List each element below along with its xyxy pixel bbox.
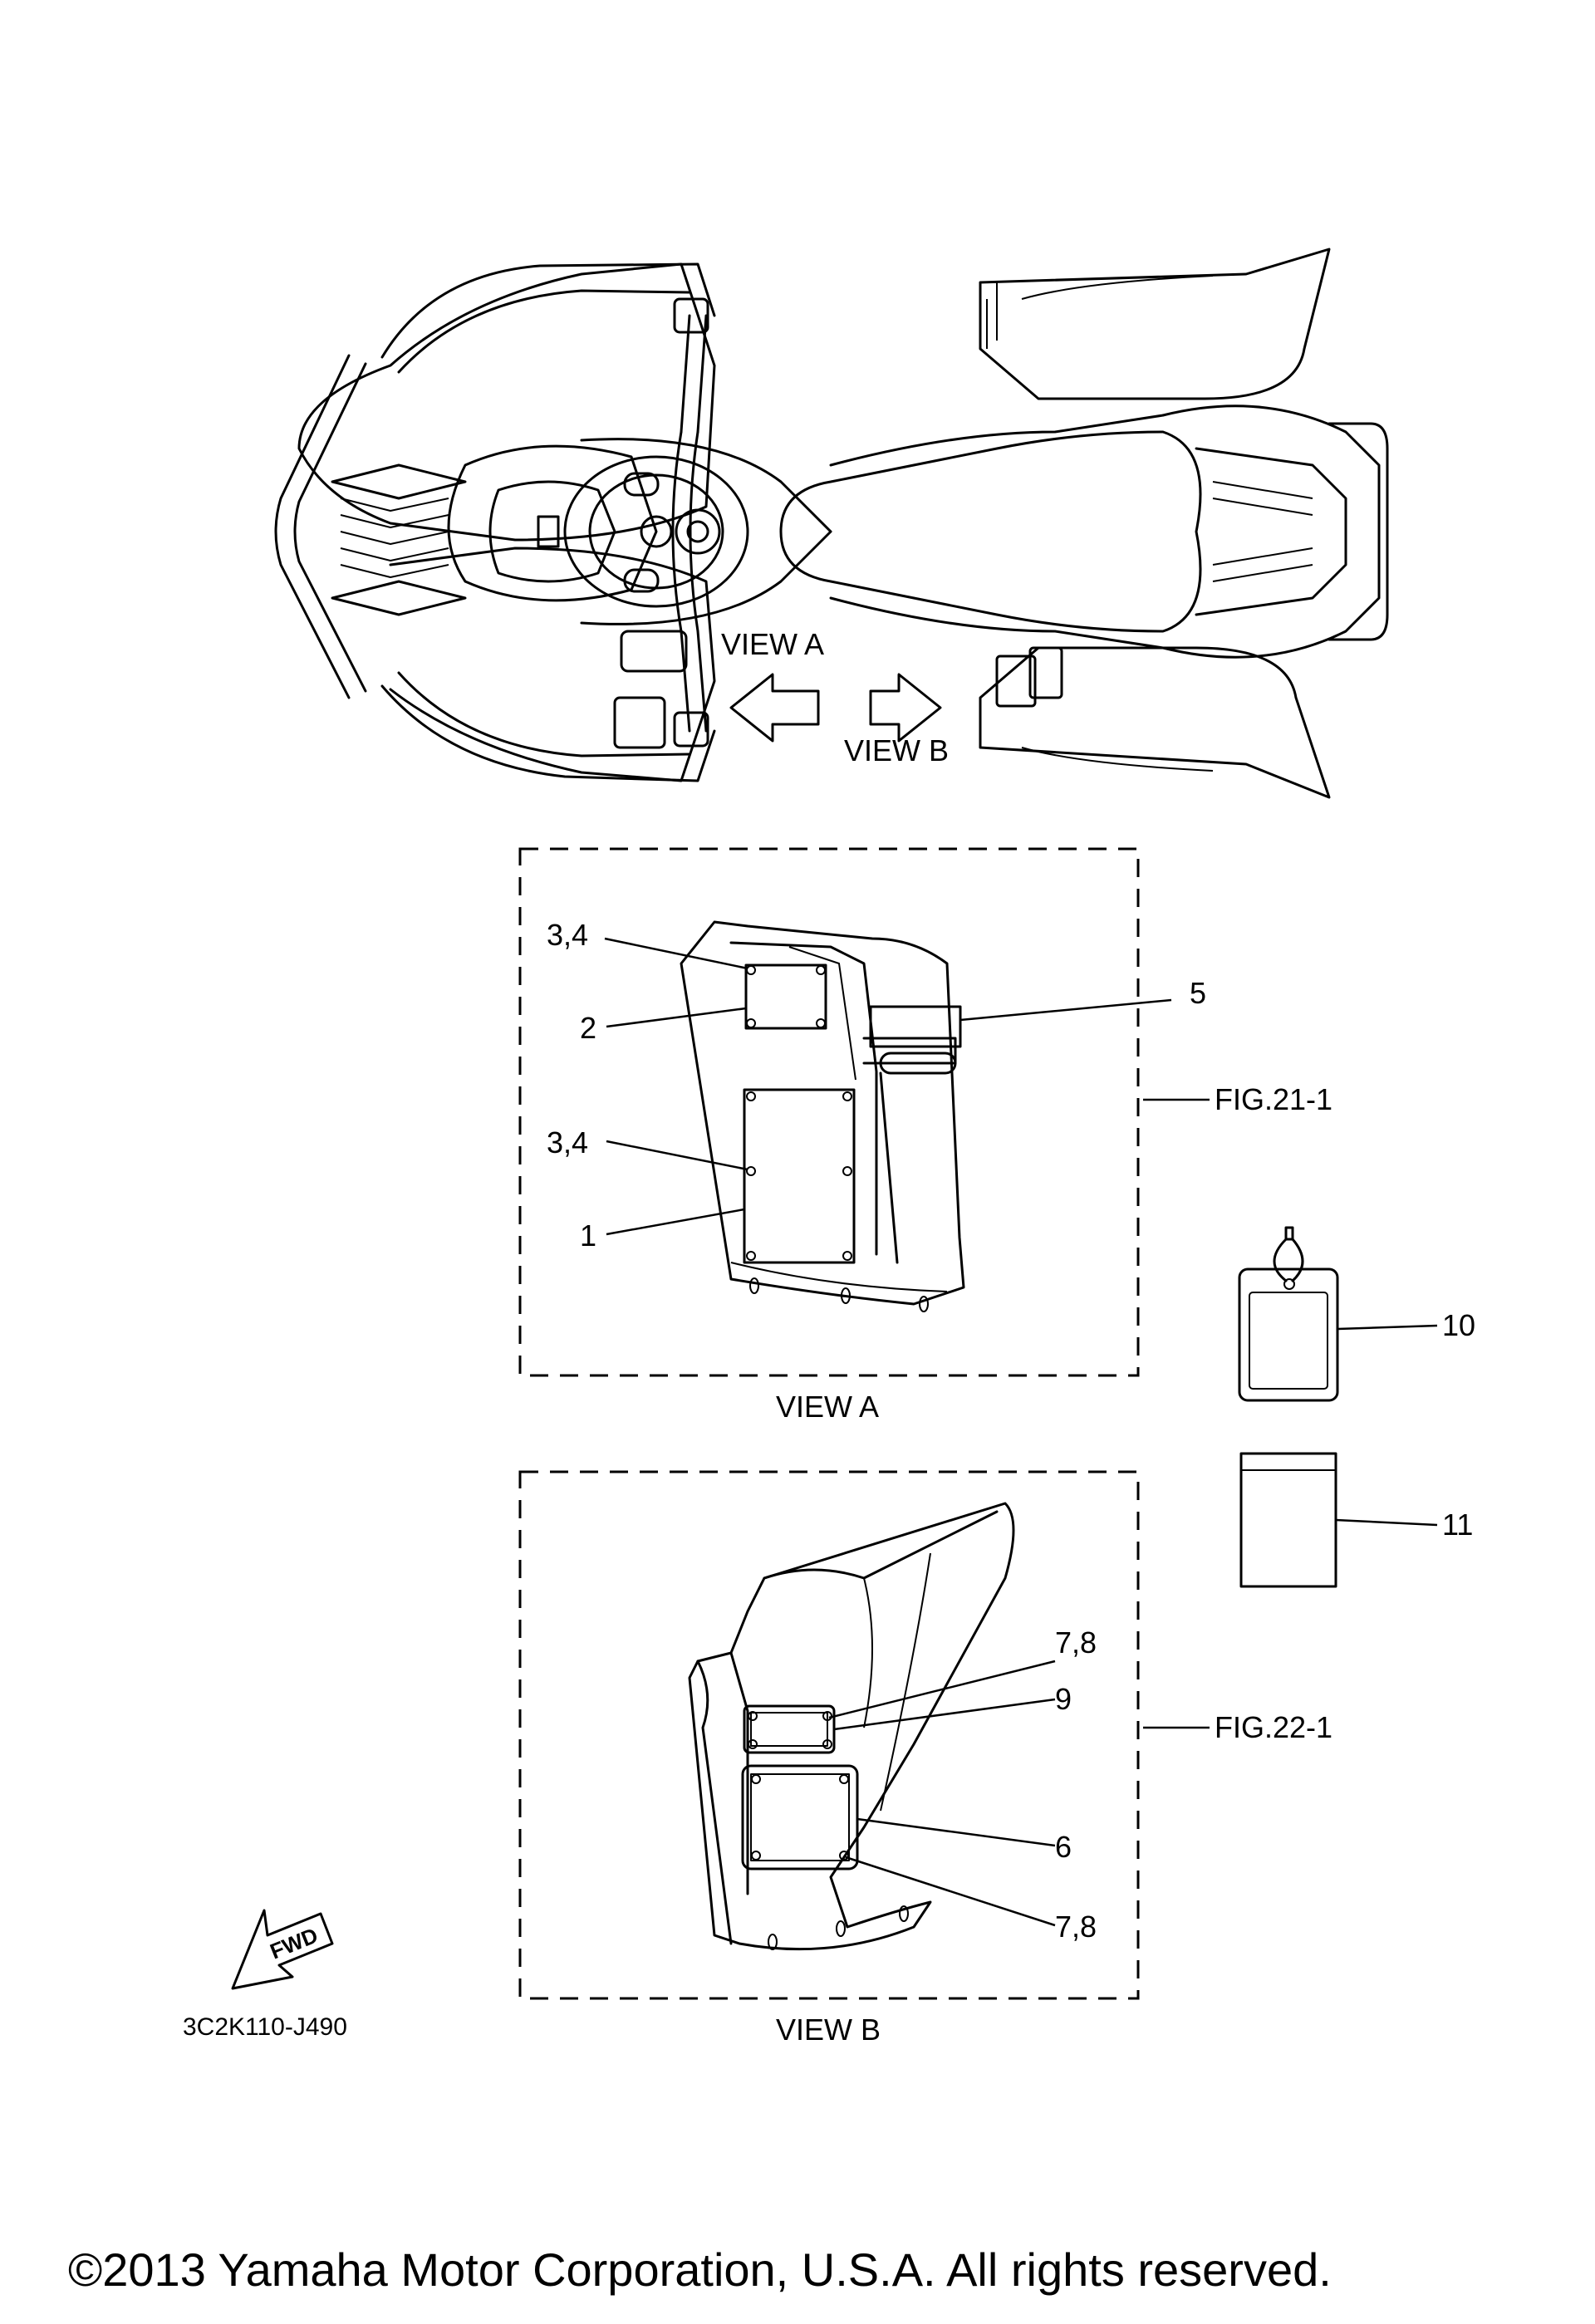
atv-top-view bbox=[274, 248, 1389, 799]
drawing-code: 3C2K110-J490 bbox=[183, 2013, 347, 2041]
view-b-callout-7-8-bottom: 7,8 bbox=[1055, 1910, 1097, 1944]
view-b-label: VIEW B bbox=[844, 733, 949, 767]
view-a-callout-3-4-mid: 3,4 bbox=[547, 1125, 588, 1160]
view-b-callout-6: 6 bbox=[1055, 1830, 1072, 1864]
tag-part-10 bbox=[1238, 1226, 1438, 1402]
view-a-fig-ref: FIG.21-1 bbox=[1215, 1082, 1332, 1116]
view-a-label: VIEW A bbox=[721, 627, 824, 661]
view-b-fig-ref: FIG.22-1 bbox=[1215, 1710, 1332, 1744]
view-a-arrow bbox=[729, 673, 820, 743]
view-a-callout-2: 2 bbox=[580, 1011, 596, 1045]
view-a-panel bbox=[518, 847, 1210, 1377]
view-b-panel bbox=[518, 1470, 1210, 2000]
view-a-callout-5: 5 bbox=[1190, 976, 1206, 1010]
view-b-callout-7-8-top: 7,8 bbox=[1055, 1625, 1097, 1660]
grille bbox=[331, 463, 467, 616]
callout-11: 11 bbox=[1442, 1508, 1473, 1542]
view-b-callout-9: 9 bbox=[1055, 1682, 1072, 1716]
view-a-callout-1: 1 bbox=[580, 1218, 596, 1253]
fwd-arrow-icon: FWD bbox=[231, 1909, 334, 1990]
label-plate-2 bbox=[744, 963, 827, 1030]
view-b-arrow bbox=[869, 673, 942, 743]
label-5 bbox=[869, 1005, 962, 1048]
view-b-caption: VIEW B bbox=[776, 2013, 881, 2047]
callout-10: 10 bbox=[1442, 1308, 1475, 1342]
label-6 bbox=[741, 1764, 859, 1870]
copyright-notice: ©2013 Yamaha Motor Corporation, U.S.A. A… bbox=[68, 2243, 1332, 2296]
bag-part-11 bbox=[1239, 1452, 1438, 1588]
label-plate-1 bbox=[743, 1088, 856, 1264]
view-a-callout-3-4-top: 3,4 bbox=[547, 918, 588, 952]
view-a-caption: VIEW A bbox=[776, 1390, 879, 1424]
